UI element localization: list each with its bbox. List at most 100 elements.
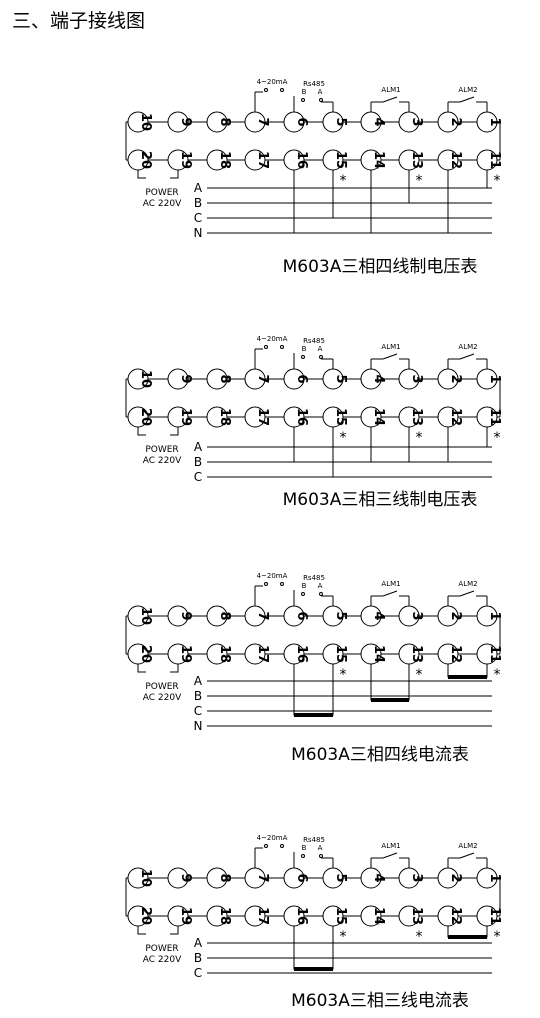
terminal-label-7: 7 [255, 374, 270, 383]
terminal-label-11: 11 [487, 408, 502, 426]
phase-label-A: A [194, 181, 203, 195]
terminal-label-20: 20 [138, 645, 153, 663]
phase-label-N: N [194, 719, 203, 733]
terminal-18 [206, 905, 228, 927]
phase-label-N: N [194, 226, 203, 240]
terminal-label-4: 4 [371, 611, 386, 620]
phase-label-B: B [194, 196, 202, 210]
alm1-contact [382, 353, 398, 360]
rs485-a-label: A [318, 844, 323, 852]
terminal-label-10: 10 [138, 113, 153, 131]
terminal-label-13: 13 [409, 151, 424, 169]
rs485-b-label: B [302, 844, 307, 852]
power-label: POWER [145, 445, 178, 455]
terminal-label-6: 6 [294, 117, 309, 126]
terminal-10 [127, 111, 149, 133]
alm2-contact [459, 852, 475, 859]
terminal-8 [206, 368, 228, 390]
terminal-label-2: 2 [448, 611, 463, 620]
rs485-a-label: A [318, 582, 323, 590]
terminal-label-15: 15 [333, 151, 348, 169]
terminal-label-14: 14 [371, 645, 386, 663]
power-wire-19 [170, 926, 179, 935]
power-wire-19 [170, 427, 179, 436]
terminal-label-5: 5 [333, 117, 348, 126]
terminal-label-9: 9 [178, 873, 193, 882]
terminal-label-8: 8 [217, 611, 232, 620]
phase-label-B: B [194, 689, 202, 703]
current-loop-contact [264, 345, 268, 349]
rs485-a-contact [319, 854, 323, 858]
terminal-label-14: 14 [371, 907, 386, 925]
terminal-label-6: 6 [294, 374, 309, 383]
terminal-label-12: 12 [448, 645, 463, 663]
rs485-a-label: A [318, 345, 323, 353]
terminal-label-16: 16 [294, 151, 309, 169]
current-loop-contact [280, 844, 284, 848]
terminal-label-4: 4 [371, 374, 386, 383]
star-mark: * [340, 667, 347, 683]
rs485-b-label: B [302, 88, 307, 96]
current-loop-contact [280, 345, 284, 349]
terminal-label-2: 2 [448, 374, 463, 383]
terminal-14 [360, 905, 382, 927]
terminal-label-14: 14 [371, 408, 386, 426]
star-mark: * [416, 667, 423, 683]
alm1-contact [382, 590, 398, 597]
current-loop-contact [280, 582, 284, 586]
star-mark: * [416, 173, 423, 189]
terminal-9 [167, 605, 189, 627]
terminal-label-5: 5 [333, 374, 348, 383]
star-mark: * [494, 667, 501, 683]
terminal-label-12: 12 [448, 151, 463, 169]
alm2-label: ALM2 [458, 580, 477, 588]
phase-label-A: A [194, 674, 203, 688]
power-label: POWER [145, 944, 178, 954]
terminal-18 [206, 406, 228, 428]
star-mark: * [494, 173, 501, 189]
phase-label-B: B [194, 455, 202, 469]
ct-loop-14-13 [370, 664, 410, 701]
current-loop-label: 4~20mA [257, 78, 288, 86]
power-voltage-label: AC 220V [143, 456, 182, 466]
terminal-label-17: 17 [255, 645, 270, 663]
terminal-label-2: 2 [448, 873, 463, 882]
terminal-label-17: 17 [255, 907, 270, 925]
power-wire-19 [170, 664, 179, 673]
phase-label-C: C [194, 470, 202, 484]
terminal-17 [244, 406, 266, 428]
alm1-label: ALM1 [381, 343, 400, 351]
terminal-18 [206, 149, 228, 171]
terminal-label-16: 16 [294, 408, 309, 426]
terminal-label-16: 16 [294, 907, 309, 925]
rs485-label: Rs485 [303, 836, 325, 844]
ct-loop-16-15 [293, 926, 334, 970]
rs485-b-contact [301, 355, 305, 359]
terminal-label-12: 12 [448, 907, 463, 925]
rs485-b-label: B [302, 345, 307, 353]
alm2-label: ALM2 [458, 86, 477, 94]
power-label: POWER [145, 188, 178, 198]
phase-label-B: B [194, 951, 202, 965]
rs485-label: Rs485 [303, 337, 325, 345]
terminal-label-3: 3 [409, 873, 424, 882]
diagram-caption: M603A三相四线电流表 [291, 745, 469, 765]
terminal-label-4: 4 [371, 873, 386, 882]
alm2-contact [459, 353, 475, 360]
rs485-a-contact [319, 98, 323, 102]
power-wire-19 [170, 170, 179, 179]
phase-label-C: C [194, 704, 202, 718]
power-wire-20 [137, 170, 146, 179]
ct-loop-16-15 [293, 664, 334, 716]
terminal-label-7: 7 [255, 117, 270, 126]
terminal-label-1: 1 [487, 873, 502, 882]
power-wire-20 [137, 427, 146, 436]
terminal-label-11: 11 [487, 645, 502, 663]
terminal-label-18: 18 [217, 151, 232, 169]
terminal-label-1: 1 [487, 611, 502, 620]
terminal-17 [244, 149, 266, 171]
terminal-label-13: 13 [409, 907, 424, 925]
